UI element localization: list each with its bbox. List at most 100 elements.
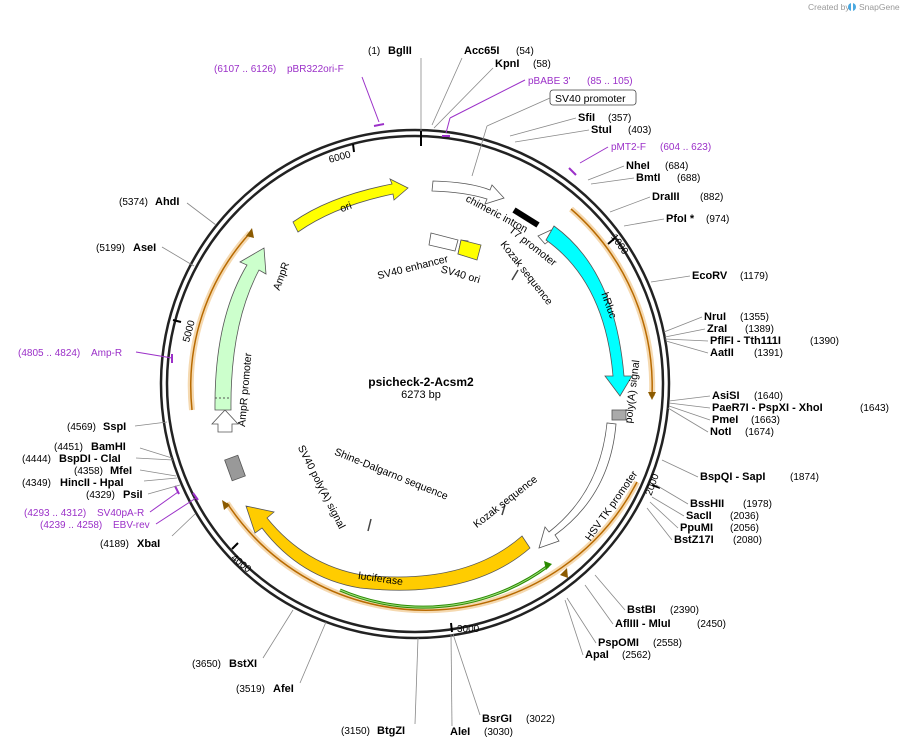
label-ampr-promoter: AmpR promoter [236, 352, 254, 427]
svg-text:(1391): (1391) [754, 348, 783, 359]
site-asei: (5199) AseI [96, 242, 195, 267]
feature-ampr[interactable]: AmpR [214, 247, 292, 411]
feature-shine-dalgarno-mark [367, 518, 372, 532]
svg-text:(3650): (3650) [192, 659, 221, 670]
orf-luciferase-arc [222, 480, 640, 614]
svg-text:(54): (54) [516, 46, 534, 57]
feature-polya-signal [611, 409, 627, 421]
svg-text:PaeR7I - PspXI - XhoI: PaeR7I - PspXI - XhoI [712, 402, 823, 414]
primer-pbabe3: pBABE 3' (85 .. 105) [442, 76, 633, 137]
svg-text:SspI: SspI [103, 421, 126, 433]
svg-text:Amp-R: Amp-R [91, 348, 122, 359]
svg-text:BtgZI: BtgZI [377, 725, 405, 737]
primer-pbr322ori-f: (6107 .. 6126) pBR322ori-F [214, 64, 385, 127]
svg-text:HincII - HpaI: HincII - HpaI [60, 477, 124, 489]
svg-text:(2056): (2056) [730, 523, 759, 534]
svg-text:(1355): (1355) [740, 312, 769, 323]
feature-ori[interactable]: ori [292, 178, 409, 233]
svg-text:BsrGI: BsrGI [482, 713, 512, 725]
site-sacii: SacII (2036) [651, 496, 759, 522]
site-mfei: (4358) MfeI [74, 465, 177, 477]
orf-hrluc-arc [569, 206, 656, 400]
site-bspdi-clai: (4444) BspDI - ClaI [22, 453, 174, 465]
site-zrai: ZraI (1389) [664, 323, 774, 338]
svg-text:AatII: AatII [710, 347, 734, 359]
site-aatii: AatII (1391) [665, 340, 783, 359]
svg-text:pBR322ori-F: pBR322ori-F [287, 64, 344, 75]
svg-text:(4569): (4569) [67, 422, 96, 433]
site-stui: StuI (403) [514, 124, 651, 143]
site-bsshii: BssHII (1978) [655, 484, 772, 510]
svg-text:BstXI: BstXI [229, 658, 257, 670]
snapgene-logo-icon [848, 3, 856, 11]
svg-text:SfiI: SfiI [578, 112, 595, 124]
site-nhei: NheI (684) [587, 160, 688, 181]
svg-text:(604 .. 623): (604 .. 623) [660, 142, 711, 153]
svg-text:PfoI *: PfoI * [666, 213, 695, 225]
site-bstbi: BstBI (2390) [594, 574, 699, 616]
feature-hsv-tk-promoter[interactable] [538, 422, 617, 549]
label-shine-dalgarno: Shine-Dalgarno sequence [333, 446, 450, 503]
svg-text:(4805 .. 4824): (4805 .. 4824) [18, 348, 80, 359]
site-kpni: KpnI (58) [433, 58, 551, 129]
svg-text:BssHII: BssHII [690, 498, 724, 510]
svg-text:(5374): (5374) [119, 197, 148, 208]
site-pspomi: PspOMI (2558) [566, 597, 682, 649]
svg-text:SV40pA-R: SV40pA-R [97, 508, 144, 519]
label-ori: ori [338, 200, 353, 215]
svg-text:4000: 4000 [229, 553, 253, 576]
svg-text:AleI: AleI [450, 726, 470, 738]
feature-luciferase[interactable]: luciferase [245, 505, 531, 591]
svg-text:(684): (684) [665, 161, 688, 172]
credit-text: Created by [808, 2, 850, 12]
site-psii: (4329) PsiI [86, 484, 181, 501]
backbone-outer-circle [159, 128, 671, 640]
svg-text:(1643): (1643) [860, 403, 889, 414]
site-bspqi-sapi: BspQI - SapI (1874) [661, 459, 819, 483]
site-apai: ApaI (2562) [564, 599, 651, 661]
primer-pmt2-f: pMT2-F (604 .. 623) [568, 142, 711, 176]
svg-text:(5199): (5199) [96, 243, 125, 254]
svg-text:BspDI - ClaI: BspDI - ClaI [59, 453, 121, 465]
orf-ampr-arc [187, 228, 254, 411]
site-ecorv: EcoRV (1179) [650, 270, 768, 283]
svg-text:EBV-rev: EBV-rev [113, 520, 150, 531]
feature-ampr-promoter [211, 409, 239, 433]
svg-text:(3150): (3150) [341, 726, 370, 737]
site-bstz17i: BstZ17I (2080) [646, 507, 762, 546]
site-afliii-mlui: AflIII - MluI (2450) [584, 584, 726, 630]
svg-text:(4349): (4349) [22, 478, 51, 489]
feature-sv40-promoter[interactable] [431, 180, 505, 205]
feature-chimeric-intron-bar [512, 207, 540, 228]
svg-text:DraIII: DraIII [652, 191, 680, 203]
plasmid-name: psicheck-2-Acsm2 [368, 375, 474, 389]
site-noti: NotI (1674) [667, 407, 774, 438]
svg-text:(2036): (2036) [730, 511, 759, 522]
svg-text:(1390): (1390) [810, 336, 839, 347]
svg-text:AsiSI: AsiSI [712, 390, 740, 402]
svg-text:(1): (1) [368, 46, 380, 57]
site-draiii: DraIII (882) [609, 191, 723, 213]
svg-text:MfeI: MfeI [110, 465, 132, 477]
tick-4000: 4000 [229, 542, 253, 576]
site-xbai: (4189) XbaI [100, 513, 196, 550]
svg-text:(6107 .. 6126): (6107 .. 6126) [214, 64, 276, 75]
svg-text:(58): (58) [533, 59, 551, 70]
svg-text:(1663): (1663) [751, 415, 780, 426]
svg-text:BamHI: BamHI [91, 441, 126, 453]
svg-text:BstBI: BstBI [627, 604, 656, 616]
site-pfoi: PfoI * (974) [623, 213, 729, 227]
svg-text:pBABE 3': pBABE 3' [528, 76, 571, 87]
svg-text:StuI: StuI [591, 124, 612, 136]
label-ampr: AmpR [271, 260, 292, 292]
svg-text:pMT2-F: pMT2-F [611, 142, 646, 153]
svg-text:PflFI - Tth111I: PflFI - Tth111I [710, 335, 781, 347]
svg-text:EcoRV: EcoRV [692, 270, 728, 282]
site-pflfi-tth111i: PflFI - Tth111I (1390) [664, 335, 839, 347]
svg-text:(1389): (1389) [745, 324, 774, 335]
svg-text:BmtI: BmtI [636, 172, 660, 184]
svg-text:(1674): (1674) [745, 427, 774, 438]
svg-text:(3022): (3022) [526, 714, 555, 725]
svg-text:NotI: NotI [710, 426, 731, 438]
